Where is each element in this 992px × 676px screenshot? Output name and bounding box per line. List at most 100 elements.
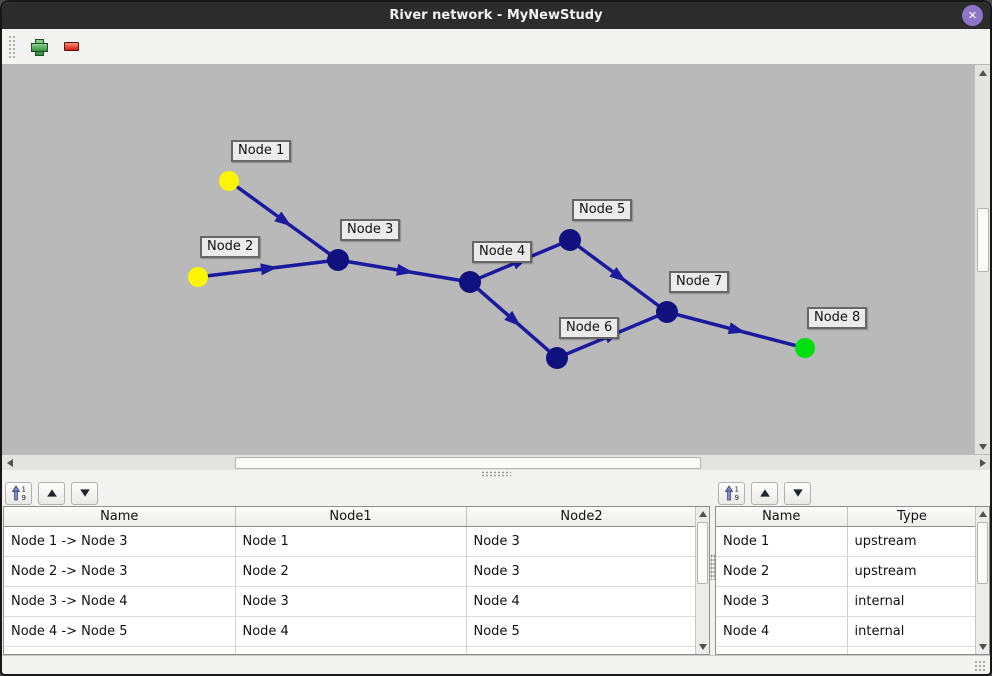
branches-table-scrollbar[interactable]: [695, 507, 709, 654]
status-bar: [2, 655, 990, 674]
node-label-node-3[interactable]: Node 3: [340, 219, 401, 241]
close-icon: ✕: [967, 9, 978, 22]
cell-node2[interactable]: Node 3: [466, 526, 698, 557]
scroll-up-icon: [699, 511, 707, 517]
nodes-move-down-button[interactable]: [784, 481, 811, 505]
column-header-node1[interactable]: Node1: [235, 507, 467, 527]
toolbar-drag-handle[interactable]: [8, 34, 17, 59]
node-label-node-7[interactable]: Node 7: [669, 271, 730, 293]
sort-ascending-icon: 1 9: [11, 485, 25, 501]
tables-splitter[interactable]: [710, 478, 715, 655]
scroll-up-button[interactable]: [976, 507, 989, 521]
node-node-1[interactable]: [219, 171, 239, 191]
svg-text:9: 9: [734, 494, 738, 501]
canvas-tables-splitter[interactable]: [2, 470, 990, 478]
canvas-vertical-scrollbar[interactable]: [974, 65, 990, 454]
node-label-node-1[interactable]: Node 1: [231, 140, 292, 162]
cell-node2[interactable]: Node 5: [466, 616, 698, 647]
empty-cell: [847, 646, 978, 654]
cell-name[interactable]: Node 1: [716, 526, 848, 557]
cell-name[interactable]: Node 3 -> Node 4: [4, 586, 236, 617]
vertical-scroll-thumb[interactable]: [977, 522, 988, 584]
close-button[interactable]: ✕: [962, 5, 983, 26]
cell-type[interactable]: upstream: [847, 556, 978, 587]
cell-type[interactable]: internal: [847, 586, 978, 617]
nodes-move-up-button[interactable]: [751, 481, 778, 505]
node-node-2[interactable]: [188, 267, 208, 287]
node-node-6[interactable]: [546, 347, 568, 369]
scroll-up-button[interactable]: [696, 507, 709, 521]
splitter-grip-icon: [481, 471, 511, 477]
sort-ascending-icon: 1 9: [724, 485, 738, 501]
add-node-button[interactable]: [25, 34, 51, 60]
scroll-down-icon: [979, 644, 987, 650]
cell-node2[interactable]: Node 4: [466, 586, 698, 617]
empty-cell: [466, 646, 698, 654]
node-label-node-5[interactable]: Node 5: [572, 199, 633, 221]
cell-name[interactable]: Node 4 -> Node 5: [4, 616, 236, 647]
canvas-row: Node 1 Node 2 Node 3 Node 4 Node 5 Node 6 Node…: [2, 65, 990, 454]
resize-grip-icon[interactable]: [974, 660, 987, 673]
node-node-5[interactable]: [559, 229, 581, 251]
empty-cell: [235, 646, 467, 654]
column-header-node2[interactable]: Node2: [466, 507, 698, 527]
node-node-8[interactable]: [795, 338, 815, 358]
horizontal-scroll-thumb[interactable]: [235, 457, 701, 469]
scroll-left-button[interactable]: [2, 455, 17, 470]
edge-arrow-icon: [260, 263, 278, 276]
node-label-node-4[interactable]: Node 4: [472, 241, 533, 263]
column-header-name[interactable]: Name: [4, 507, 236, 527]
cell-name[interactable]: Node 2: [716, 556, 848, 587]
node-label-node-2[interactable]: Node 2: [200, 236, 261, 258]
cell-name[interactable]: Node 3: [716, 586, 848, 617]
nodes-sort-button[interactable]: 1 9: [718, 481, 745, 505]
branches-sort-button[interactable]: 1 9: [5, 481, 32, 505]
branches-move-up-button[interactable]: [38, 481, 65, 505]
empty-cell: [4, 646, 236, 654]
minus-icon: [63, 42, 79, 51]
cell-type[interactable]: internal: [847, 616, 978, 647]
cell-type[interactable]: upstream: [847, 526, 978, 557]
vertical-scroll-thumb[interactable]: [977, 208, 989, 272]
titlebar[interactable]: River network - MyNewStudy ✕: [2, 2, 990, 29]
cell-node2[interactable]: Node 3: [466, 556, 698, 587]
scroll-up-button[interactable]: [975, 65, 990, 80]
move-up-icon: [759, 489, 770, 497]
edge-arrow-icon: [727, 322, 746, 335]
cell-node1[interactable]: Node 4: [235, 616, 467, 647]
node-node-4[interactable]: [459, 271, 481, 293]
empty-row: [716, 646, 978, 654]
column-header-type[interactable]: Type: [847, 507, 978, 527]
cell-name[interactable]: Node 1 -> Node 3: [4, 526, 236, 557]
canvas-horizontal-scrollbar[interactable]: [2, 454, 990, 470]
scroll-down-icon: [699, 644, 707, 650]
cell-name[interactable]: Node 2 -> Node 3: [4, 556, 236, 587]
branches-move-down-button[interactable]: [71, 481, 98, 505]
column-header-name[interactable]: Name: [716, 507, 848, 527]
cell-name[interactable]: Node 4: [716, 616, 848, 647]
node-label-node-6[interactable]: Node 6: [559, 317, 620, 339]
splitter-grip-icon: [710, 553, 715, 580]
empty-cell: [716, 646, 848, 654]
scroll-down-button[interactable]: [976, 640, 989, 654]
node-label-node-8[interactable]: Node 8: [807, 307, 868, 329]
cell-node1[interactable]: Node 2: [235, 556, 467, 587]
remove-node-button[interactable]: [58, 34, 84, 60]
cell-node1[interactable]: Node 1: [235, 526, 467, 557]
node-node-3[interactable]: [327, 249, 349, 271]
nodes-table-scrollbar[interactable]: [975, 507, 989, 654]
node-node-7[interactable]: [656, 301, 678, 323]
cell-node1[interactable]: Node 3: [235, 586, 467, 617]
network-canvas[interactable]: Node 1 Node 2 Node 3 Node 4 Node 5 Node 6 Node…: [2, 65, 974, 454]
vertical-scroll-thumb[interactable]: [697, 522, 708, 584]
scroll-right-button[interactable]: [975, 455, 990, 470]
scroll-down-button[interactable]: [696, 640, 709, 654]
scroll-down-button[interactable]: [975, 439, 990, 454]
